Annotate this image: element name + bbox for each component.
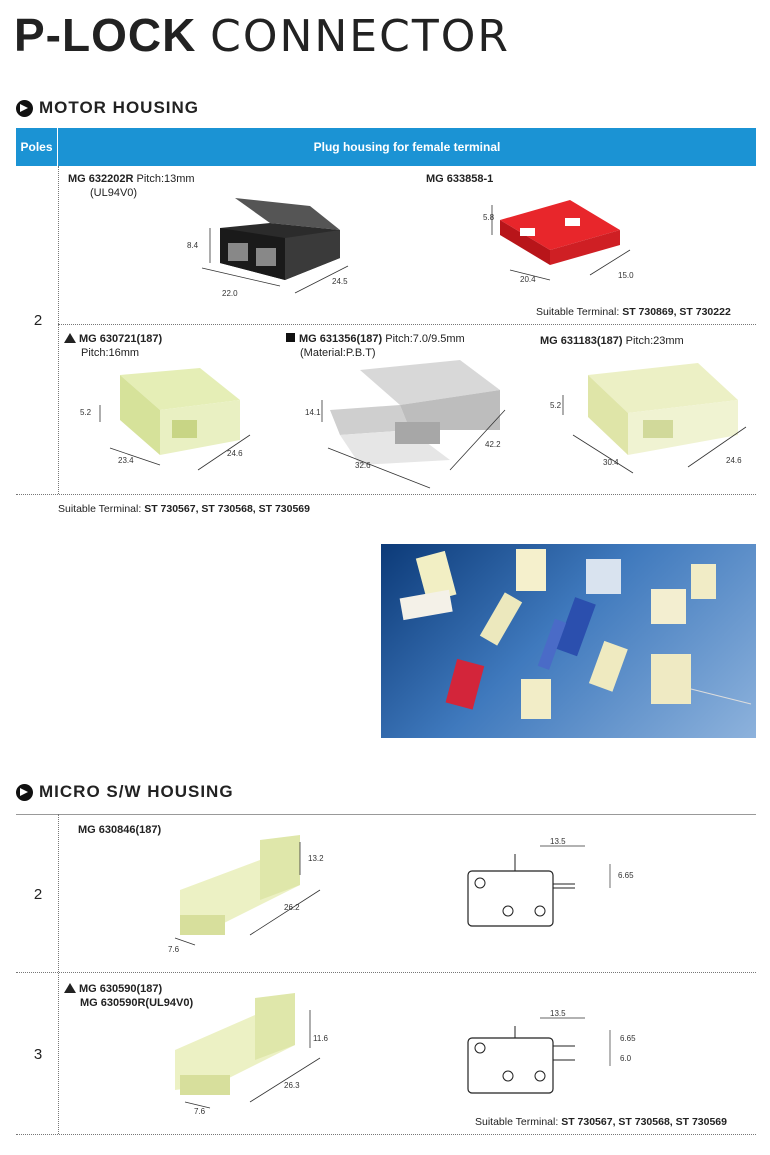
housing-drawing: 11.6 26.3 7.6	[175, 993, 329, 1116]
micro-poles-value: 2	[33, 886, 43, 903]
micro-switch-drawing: 13.5 6.65 6.0	[467, 1009, 636, 1094]
dim-label: 6.0	[620, 1054, 632, 1063]
warning-triangle-icon	[64, 333, 76, 343]
dim-label: 8.4	[187, 241, 199, 250]
arrow-bullet-icon	[16, 99, 33, 117]
black-square-icon	[286, 333, 295, 342]
dim-label: 7.6	[194, 1107, 206, 1116]
part-label: MG 631356(187) Pitch:7.0/9.5mm (Material…	[286, 332, 465, 360]
divider	[58, 324, 756, 325]
motor-heading-text: MOTOR HOUSING	[39, 98, 200, 117]
motor-table-header: Poles Plug housing for female terminal	[16, 128, 756, 166]
micro-heading-text: MICRO S/W HOUSING	[39, 782, 234, 801]
dim-label: 24.5	[332, 277, 348, 286]
micro-switch-drawing: 13.5 6.65	[467, 837, 634, 927]
micro-poles-value: 3	[33, 1046, 43, 1063]
connector-parts-image	[399, 549, 752, 719]
divider	[58, 814, 59, 1134]
dim-label: 15.0	[618, 271, 634, 280]
suitable-terminal-note: Suitable Terminal: ST 730869, ST 730222	[536, 306, 731, 318]
micro-housing-heading: MICRO S/W HOUSING	[16, 782, 234, 802]
divider	[16, 972, 756, 973]
divider	[16, 494, 756, 495]
dim-label: 13.5	[550, 837, 566, 846]
title-light: CONNECTOR	[210, 11, 510, 62]
connector-drawing-clear: 5.2 23.4 24.6	[80, 368, 251, 471]
connector-drawing-grey: 14.1 32.6 42.2	[305, 360, 506, 489]
dim-label: 32.6	[355, 461, 371, 470]
divider	[16, 814, 756, 815]
dim-label: 5.8	[483, 213, 495, 222]
title-bold: P-LOCK	[14, 9, 197, 61]
dim-label: 6.65	[620, 1034, 636, 1043]
part-label: MG 631183(187) Pitch:23mm	[540, 335, 684, 347]
part-label: MG 632202R Pitch:13mm (UL94V0)	[68, 173, 195, 199]
dim-label: 42.2	[485, 440, 501, 449]
part-label: MG 630846(187)	[78, 824, 162, 836]
suitable-terminal-note: Suitable Terminal: ST 730567, ST 730568,…	[475, 1116, 727, 1128]
suitable-terminal-note: Suitable Terminal: ST 730567, ST 730568,…	[58, 503, 310, 515]
warning-triangle-icon	[64, 983, 76, 993]
dim-label: 13.5	[550, 1009, 566, 1018]
dim-label: 6.65	[618, 871, 634, 880]
dim-label: 22.0	[222, 289, 238, 298]
dim-label: 5.2	[80, 408, 92, 417]
dim-label: 24.6	[726, 456, 742, 465]
connector-drawing-clear-wide: 5.2 30.4 24.6	[550, 363, 747, 474]
part-label: MG 630590(187) MG 630590R(UL94V0)	[64, 982, 193, 1010]
dim-label: 24.6	[227, 449, 243, 458]
page-title: P-LOCK CONNECTOR	[14, 8, 510, 62]
dim-label: 11.6	[313, 1034, 329, 1043]
arrow-bullet-icon	[16, 783, 33, 801]
part-label: MG 633858-1	[426, 173, 494, 185]
dim-label: 20.4	[520, 275, 536, 284]
dim-label: 23.4	[118, 456, 134, 465]
connector-drawing-red: 5.8 20.4 15.0	[483, 200, 634, 284]
divider	[16, 1134, 756, 1135]
dim-label: 14.1	[305, 408, 321, 417]
dim-label: 5.2	[550, 401, 562, 410]
motor-poles-value: 2	[33, 312, 43, 329]
product-photo	[381, 544, 756, 738]
dim-label: 7.6	[168, 945, 180, 954]
motor-housing-heading: MOTOR HOUSING	[16, 98, 199, 118]
dim-label: 26.3	[284, 1081, 300, 1090]
dim-label: 13.2	[308, 854, 324, 863]
plug-header: Plug housing for female terminal	[313, 140, 501, 154]
housing-drawing: 13.2 26.2 7.6	[168, 835, 324, 954]
dim-label: 26.2	[284, 903, 300, 912]
dim-label: 30.4	[603, 458, 619, 467]
connector-drawing-black: 8.4 22.0 24.5	[187, 198, 349, 298]
part-label: MG 630721(187) Pitch:16mm	[64, 332, 162, 360]
divider	[58, 166, 59, 494]
poles-header: Poles	[16, 128, 58, 166]
